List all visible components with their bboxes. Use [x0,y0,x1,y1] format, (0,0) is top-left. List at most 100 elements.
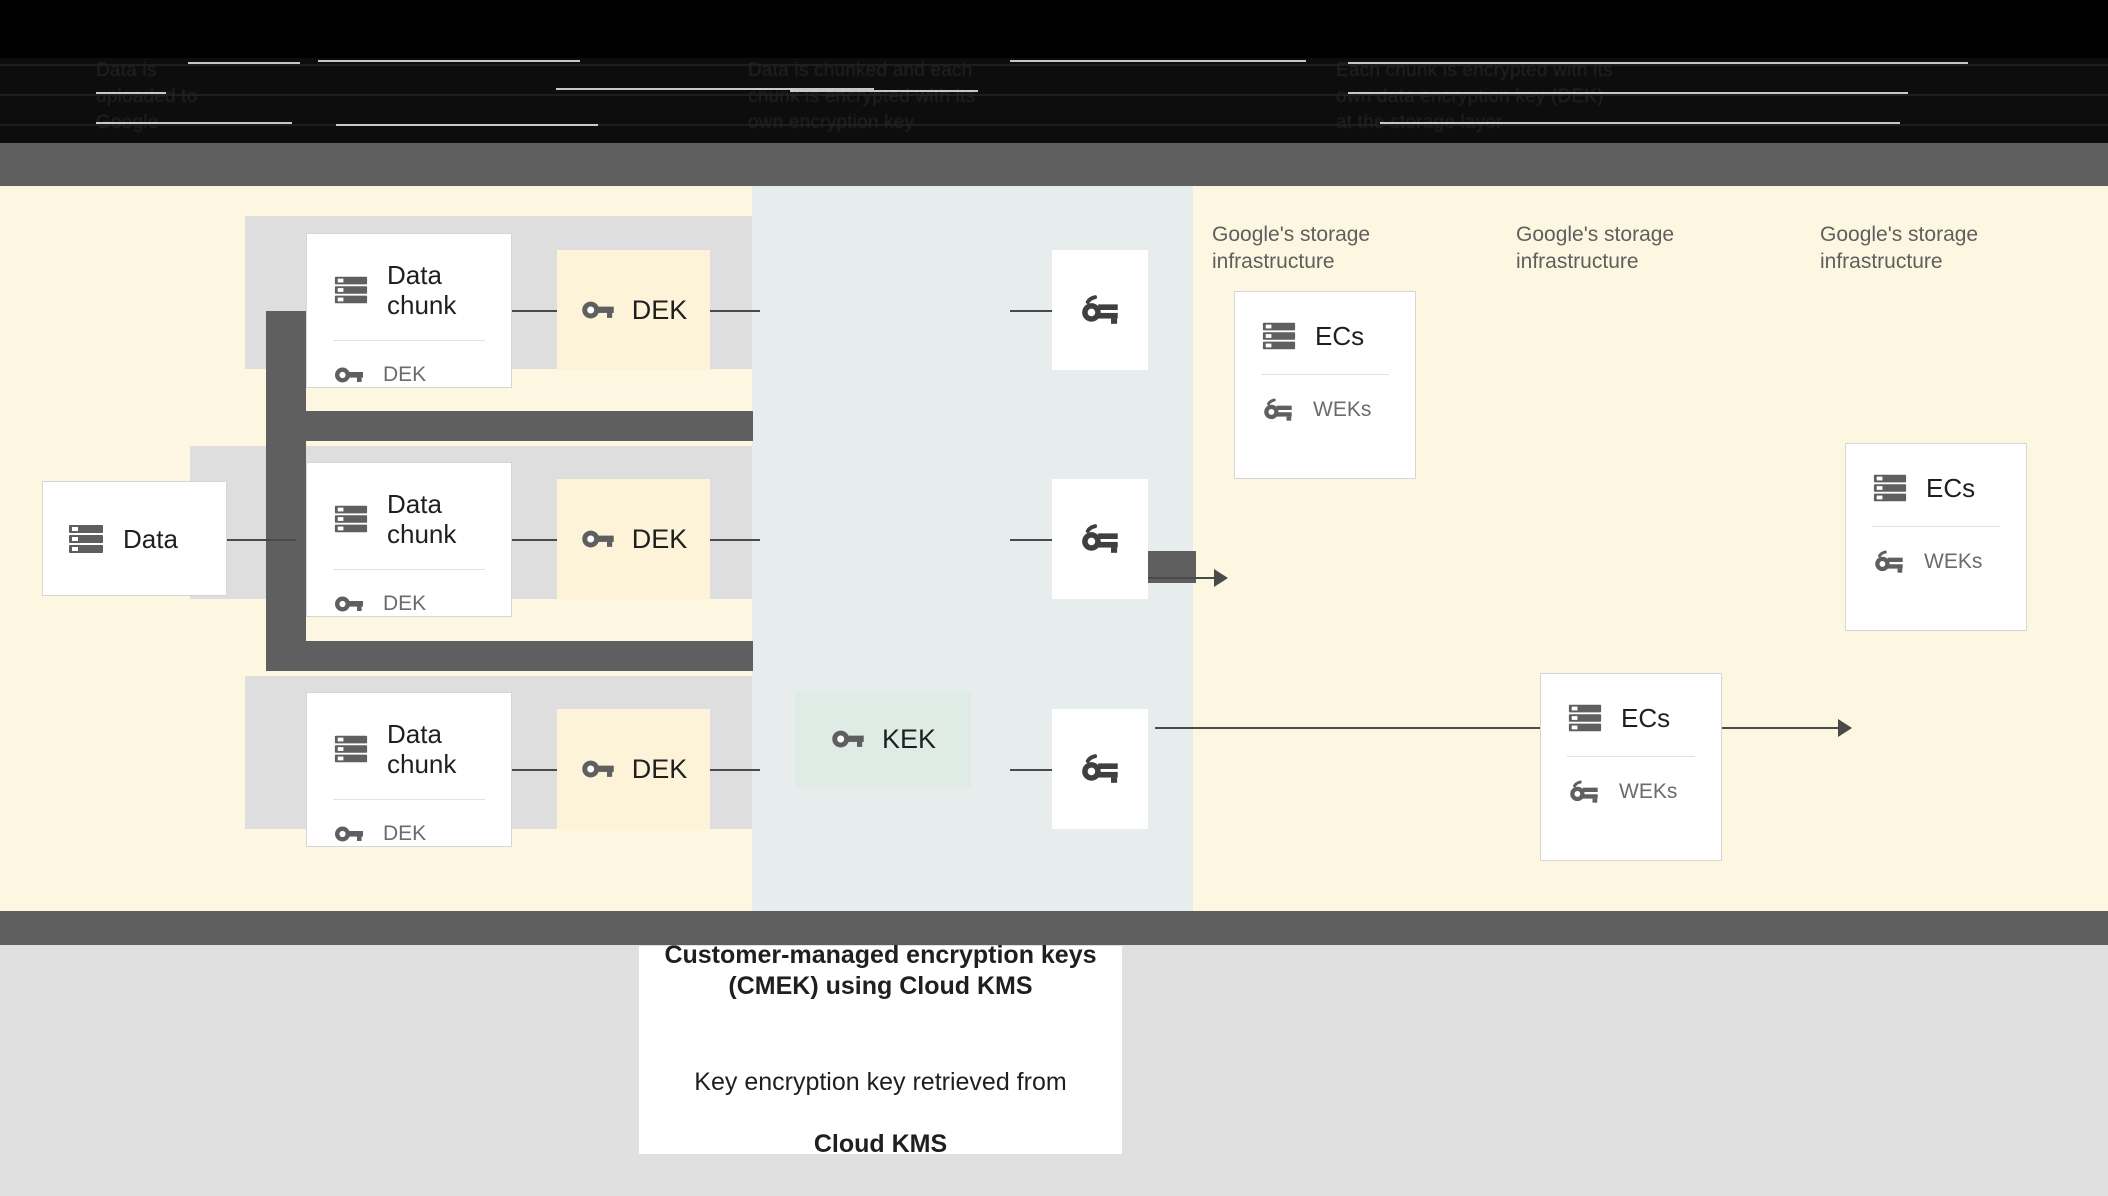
card-ecs-key-label: WEKs [1313,398,1372,421]
chip-dek-2[interactable]: DEK [557,479,710,599]
card-ecs-title: ECs [1315,321,1365,351]
storage-icon [333,272,369,308]
wrapped-key-icon [1078,747,1122,791]
fork-branch-bar-top [266,411,753,441]
header-text-col2: Data is chunked and each [748,60,973,81]
connector-dek2-kms [710,539,760,541]
redaction-strike [1380,122,1900,124]
redaction-strike [188,62,300,64]
connector-to-wkey1 [1010,310,1052,312]
wrapped-key-icon [1567,775,1601,809]
caption-bold-text: Customer-managed encryption keys (CMEK) … [664,941,1097,1000]
redaction-strike [556,88,874,90]
wrapped-key-box-3[interactable] [1052,709,1148,829]
storage-icon [1872,470,1908,506]
zone-caption-2: Google's storage infrastructure [1516,223,1675,273]
card-divider [1567,756,1695,757]
header-obscured-band [0,58,2108,143]
redaction-strike [1348,92,1908,94]
header-grey-divider [0,143,2108,186]
wrapped-key-icon [1078,288,1122,332]
card-data-chunk-1[interactable]: Data chunk DEK [306,233,512,388]
card-ecs-title: ECs [1621,703,1671,733]
caption-line-2: Cloud KMS [813,1130,948,1158]
card-data-source[interactable]: Data [42,481,227,596]
caption-normal-text: Key encryption key retrieved from Cloud … [694,1036,1066,1160]
storage-icon [1567,700,1603,736]
header-text-col3-b: own data encryption key (DEK) [1336,86,1604,107]
card-divider [333,340,485,341]
caption-box: Customer-managed encryption keys (CMEK) … [639,941,1122,1158]
connector-data-to-fork [226,539,296,541]
storage-icon [1261,318,1297,354]
wrapped-key-icon [1078,517,1122,561]
wrapped-key-box-2[interactable] [1052,479,1148,599]
key-icon [580,751,616,787]
header-text-col1-b: uploaded to [96,86,198,107]
chip-dek-label: DEK [631,294,688,325]
chip-dek-label: DEK [631,753,688,784]
connector-chunk3-dek3 [512,769,557,771]
caption-line-1: Key encryption key retrieved from [694,1068,1067,1096]
card-data-chunk-2[interactable]: Data chunk DEK [306,462,512,617]
card-chunk-title: Data chunk [387,260,457,320]
wrapped-key-box-1[interactable] [1052,250,1148,370]
redaction-strike [790,90,978,92]
connector-wkey1-ec1 [1100,577,1218,579]
card-data-source-label: Data [123,523,178,554]
redaction-strike [336,124,598,126]
storage-icon [67,520,105,558]
wrapped-key-icon [1261,393,1295,427]
card-ecs-key-label: WEKs [1924,550,1983,573]
card-ecs-key-label: WEKs [1619,780,1678,803]
connector-to-wkey3 [1010,769,1052,771]
card-data-chunk-3[interactable]: Data chunk DEK [306,692,512,847]
key-icon [830,721,866,757]
key-icon [580,292,616,328]
storage-icon [333,731,369,767]
card-chunk-key-label: DEK [383,363,427,386]
arrowhead-ec1 [1214,569,1228,587]
card-ecs-3[interactable]: ECs WEKs [1540,673,1722,861]
card-chunk-title: Data chunk [387,489,457,549]
redaction-strike [1348,62,1968,64]
chip-dek-label: DEK [631,523,688,554]
chip-kek[interactable]: KEK [795,691,971,787]
card-divider [333,799,485,800]
chip-dek-3[interactable]: DEK [557,709,710,829]
diagram-canvas: Data Data chunk [0,186,2108,967]
fork-branch-bar-bot [266,641,753,671]
card-chunk-key-label: DEK [383,822,427,845]
zone-caption-3: Google's storage infrastructure [1820,223,1979,273]
connector-dek1-kms [710,310,760,312]
chip-dek-1[interactable]: DEK [557,250,710,370]
card-divider [1261,374,1389,375]
card-chunk-key-label: DEK [383,592,427,615]
fork-vertical-bar [266,311,306,656]
connector-dek3-kms [710,769,760,771]
header-text-col2-c: own encryption key [748,112,915,133]
header-black-bar [0,0,2108,58]
redaction-strike [318,60,580,62]
card-chunk-title: Data chunk [387,719,457,779]
storage-icon [333,501,369,537]
connector-chunk2-dek2 [512,539,557,541]
card-ecs-2[interactable]: ECs WEKs [1845,443,2027,631]
key-icon [333,359,365,391]
redaction-strike [96,92,166,94]
chip-kek-label: KEK [881,723,937,754]
key-icon [580,521,616,557]
wrapped-key-icon [1872,545,1906,579]
connector-chunk1-dek1 [512,310,557,312]
key-icon [333,818,365,850]
card-ecs-title: ECs [1926,473,1976,503]
card-ecs-1[interactable]: ECs WEKs [1234,291,1416,479]
card-divider [333,569,485,570]
card-divider [1872,526,2000,527]
header-text-col3: Each chunk is encrypted with its [1336,60,1613,81]
key-icon [333,588,365,620]
redaction-strike [96,122,292,124]
redaction-strike [1010,60,1306,62]
footer-divider-bar [0,911,2108,945]
